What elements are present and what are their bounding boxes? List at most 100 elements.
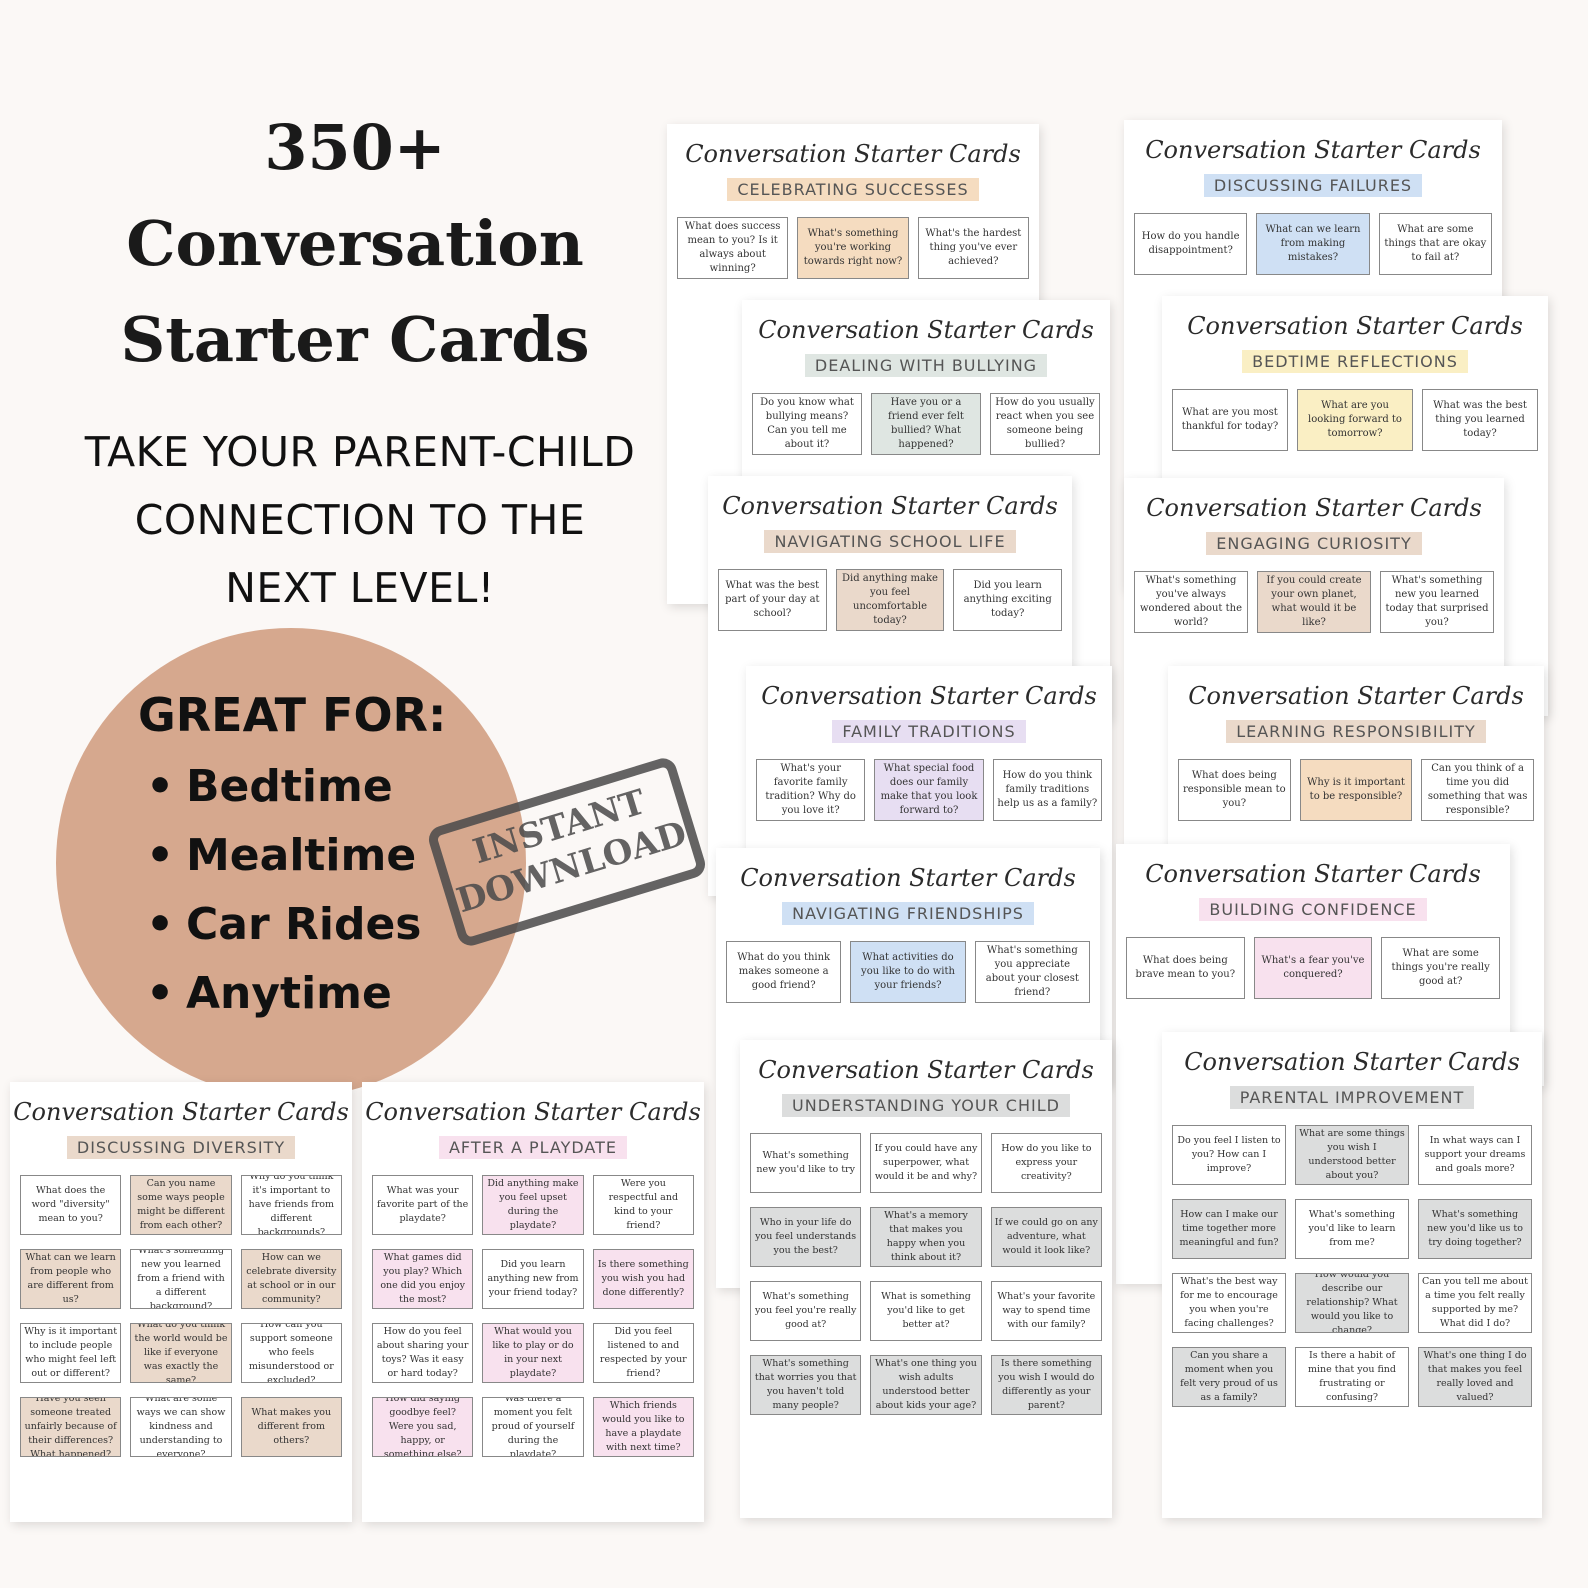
question-card: What's your favorite way to spend time w… [990, 1281, 1102, 1341]
question-card: What was the best thing you learned toda… [1422, 389, 1538, 451]
card-grid: How do you handle disappointment?What ca… [1134, 213, 1492, 275]
sheet-title: Conversation Starter Cards [1187, 312, 1523, 340]
question-card: What are you looking forward to tomorrow… [1297, 389, 1413, 451]
question-card: Did anything make you feel upset during … [482, 1175, 584, 1235]
great-for-item: •Mealtime [146, 830, 417, 881]
sheet-title: Conversation Starter Cards [758, 1056, 1094, 1084]
question-card: What are some things you wish I understo… [1295, 1125, 1409, 1185]
sheet-title: Conversation Starter Cards [722, 492, 1058, 520]
question-card: What does success mean to you? Is it alw… [677, 217, 789, 279]
question-card: Can you name some ways people might be d… [130, 1175, 232, 1235]
question-card: How do you think family traditions help … [992, 759, 1102, 821]
question-card: How did saying goodbye feel? Were you sa… [372, 1397, 474, 1457]
question-card: Do you feel I listen to you? How can I i… [1172, 1125, 1286, 1185]
sheet-title: Conversation Starter Cards [1146, 494, 1482, 522]
sheet-title: Conversation Starter Cards [1145, 860, 1481, 888]
card-grid: What was the best part of your day at sc… [718, 569, 1062, 631]
question-card: Can you share a moment when you felt ver… [1172, 1347, 1286, 1407]
card-grid: What does being responsible mean to you?… [1178, 759, 1534, 821]
question-card: What's something new you learned today t… [1380, 571, 1494, 633]
question-card: How do you handle disappointment? [1134, 213, 1248, 275]
sheet-topic: LEARNING RESPONSIBILITY [1226, 720, 1486, 743]
question-card: What's something new you'd like to try [750, 1133, 862, 1193]
question-card: Did you feel listened to and respected b… [592, 1323, 694, 1383]
sheet-topic: NAVIGATING FRIENDSHIPS [782, 902, 1034, 925]
card-grid: Do you know what bullying means? Can you… [752, 393, 1100, 455]
sheet-title: Conversation Starter Cards [685, 140, 1021, 168]
question-card: How do you like to express your creativi… [990, 1133, 1102, 1193]
sheet-title: Conversation Starter Cards [740, 864, 1076, 892]
sheet-title: Conversation Starter Cards [1184, 1048, 1520, 1076]
card-grid: What does the word "diversity" mean to y… [20, 1175, 342, 1457]
card-grid: What's your favorite family tradition? W… [756, 759, 1102, 821]
sheet-title: Conversation Starter Cards [758, 316, 1094, 344]
question-card: What's the hardest thing you've ever ach… [917, 217, 1029, 279]
question-card: Why do you think it's important to have … [240, 1175, 342, 1235]
question-card: Were you respectful and kind to your fri… [592, 1175, 694, 1235]
question-card: Have you or a friend ever felt bullied? … [871, 393, 981, 455]
question-card: What are some ways we can show kindness … [130, 1397, 232, 1457]
question-card: What activities do you like to do with y… [850, 941, 966, 1003]
great-for-item-label: Bedtime [186, 761, 393, 812]
question-card: Have you seen someone treated unfairly b… [20, 1397, 122, 1457]
question-card: What's one thing I do that makes you fee… [1418, 1347, 1532, 1407]
question-card: What's something new you learned from a … [130, 1249, 232, 1309]
question-card: What makes you different from others? [240, 1397, 342, 1457]
card-grid: What's something you've always wondered … [1134, 571, 1494, 633]
sheet-topic: DEALING WITH BULLYING [804, 354, 1048, 377]
tagline-line-1: TAKE YOUR PARENT-CHILD [84, 428, 636, 476]
question-card: What's something you feel you're really … [750, 1281, 862, 1341]
hero-count: 350+ [264, 111, 446, 184]
question-card: What would you like to play or do in you… [482, 1323, 584, 1383]
tagline-line-3: NEXT LEVEL! [225, 564, 495, 612]
question-card: What can we learn from people who are di… [20, 1249, 122, 1309]
question-card: What's a memory that makes you happy whe… [870, 1207, 982, 1267]
question-card: What's the best way for me to encourage … [1172, 1273, 1286, 1333]
question-card: What can we learn from making mistakes? [1256, 213, 1370, 275]
sheet-topic: DISCUSSING DIVERSITY [66, 1136, 296, 1159]
question-card: What do you think makes someone a good f… [726, 941, 842, 1003]
card-grid: What was your favorite part of the playd… [372, 1175, 694, 1457]
sheet-title: Conversation Starter Cards [761, 682, 1097, 710]
question-card: Can you tell me about a time you felt re… [1418, 1273, 1532, 1333]
great-for-list: •Bedtime •Mealtime •Car Rides •Anytime [146, 752, 422, 1028]
great-for-item: •Anytime [146, 968, 392, 1019]
sheet-topic: BEDTIME REFLECTIONS [1242, 350, 1468, 373]
question-card: What are some things that are okay to fa… [1378, 213, 1492, 275]
sheet-topic: NAVIGATING SCHOOL LIFE [764, 530, 1016, 553]
question-card: What special food does our family make t… [874, 759, 984, 821]
question-card: Is there something you wish I would do d… [990, 1355, 1102, 1415]
sheet-topic: CELEBRATING SUCCESSES [727, 178, 979, 201]
great-for-item-label: Car Rides [186, 899, 422, 950]
great-for-item-label: Mealtime [186, 830, 417, 881]
great-for-item: •Bedtime [146, 761, 393, 812]
sheet-topic: AFTER A PLAYDATE [438, 1136, 627, 1159]
question-card: How can you support someone who feels mi… [240, 1323, 342, 1383]
great-for-title: GREAT FOR: [138, 688, 447, 742]
question-card: Was there a moment you felt proud of you… [482, 1397, 584, 1457]
hero-heading: 350+ Conversation Starter Cards [0, 100, 710, 388]
question-card: What are you most thankful for today? [1172, 389, 1288, 451]
question-card: What are some things you're really good … [1381, 937, 1500, 999]
question-card: What does being brave mean to you? [1126, 937, 1245, 999]
sheet-title: Conversation Starter Cards [1145, 136, 1481, 164]
question-card: What is something you'd like to get bett… [870, 1281, 982, 1341]
question-card: What's something you'd like to learn fro… [1295, 1199, 1409, 1259]
tagline: TAKE YOUR PARENT-CHILD CONNECTION TO THE… [40, 418, 680, 622]
sheet-title: Conversation Starter Cards [13, 1098, 349, 1126]
question-card: How do you feel about sharing your toys?… [372, 1323, 474, 1383]
question-card: If you could create your own planet, wha… [1257, 571, 1371, 633]
great-for-item: •Car Rides [146, 899, 422, 950]
great-for-item-label: Anytime [186, 968, 392, 1019]
question-card: Which friends would you like to have a p… [592, 1397, 694, 1457]
sheet-title: Conversation Starter Cards [1188, 682, 1524, 710]
question-card: What was your favorite part of the playd… [372, 1175, 474, 1235]
question-card: Is there something you wish you had done… [592, 1249, 694, 1309]
hero-line-starter-cards: Starter Cards [120, 303, 590, 377]
question-card: Can you think of a time you did somethin… [1421, 759, 1534, 821]
question-card: If we could go on any adventure, what wo… [990, 1207, 1102, 1267]
question-card: Did you learn anything exciting today? [953, 569, 1062, 631]
